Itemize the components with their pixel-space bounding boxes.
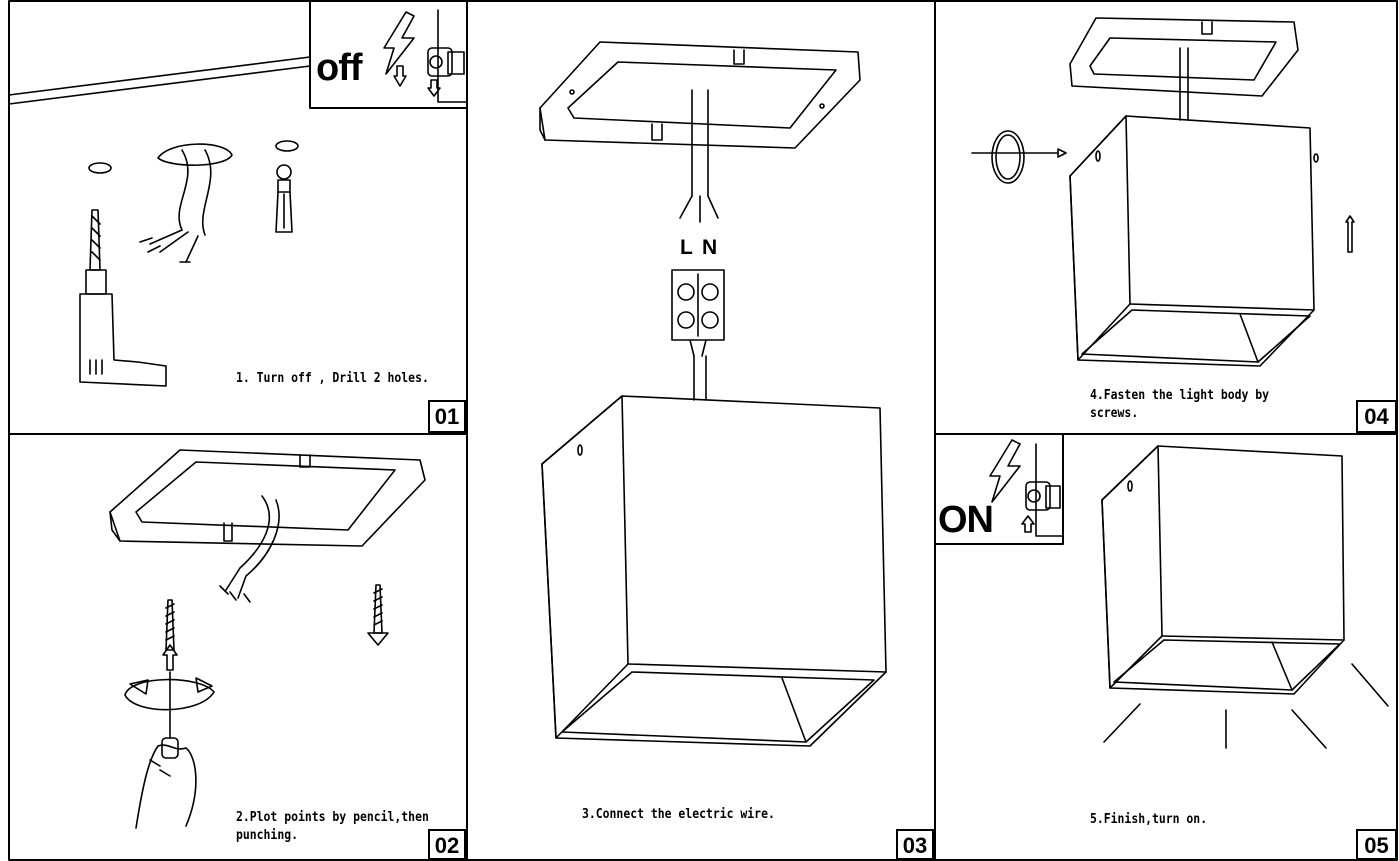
lightning-icon [383, 11, 415, 87]
cube-light-icon-5 [1101, 445, 1345, 695]
ceiling-line [8, 56, 311, 105]
step-4-number: 04 [1356, 400, 1397, 433]
drill-hole-left [88, 162, 112, 174]
step-3-number: 03 [896, 829, 934, 860]
terminal-N-label: N [702, 236, 718, 259]
mounting-plate-icon [109, 449, 426, 547]
step-3-caption: 3.Connect the electric wire. [582, 807, 775, 822]
cube-light-icon-4 [1069, 115, 1319, 367]
wire-bundle [219, 495, 280, 603]
on-label: ON [938, 499, 994, 541]
hanging-rod [1179, 47, 1189, 121]
cable-drop [679, 89, 719, 223]
step-2-number: 02 [428, 829, 466, 860]
step-5-number: 05 [1356, 829, 1397, 860]
rotate-arrows-icon [124, 677, 215, 711]
step-2-caption-line2: punching. [236, 828, 298, 843]
screw-into-plug-icon [162, 599, 178, 671]
ceiling-cable-hole [139, 143, 233, 263]
terminal-block-icon [671, 269, 725, 357]
step-2-caption-line1: 2.Plot points by pencil,then [236, 810, 429, 825]
wall-plug-icon [275, 164, 293, 233]
screwdriver-hand-icon [135, 671, 197, 829]
step-4-caption-line2: screws. [1090, 406, 1139, 421]
drill-icon [79, 209, 167, 387]
switch-icon [427, 9, 467, 103]
step-4-caption-line1: 4.Fasten the light body by [1090, 388, 1270, 403]
step-5-caption: 5.Finish,turn on. [1090, 812, 1208, 827]
up-arrow-icon [1345, 215, 1355, 253]
step-1-number: 01 [428, 400, 466, 433]
drill-hole-right [275, 140, 299, 152]
cube-light-icon [541, 395, 887, 747]
light-rays-icon [1103, 663, 1389, 749]
on-switch-box [934, 433, 1064, 545]
panel-grid [8, 0, 1398, 861]
lightning-icon-5 [989, 439, 1021, 503]
switch-icon-5 [1021, 443, 1063, 537]
cable-to-light [693, 355, 707, 401]
off-label: off [316, 47, 363, 89]
mounting-plate-icon-3 [539, 41, 861, 149]
screw-icon [367, 584, 389, 646]
mounting-plate-icon-4 [1069, 17, 1299, 97]
off-switch-box [309, 0, 468, 109]
hex-key-icon [971, 130, 1067, 184]
step-1-caption: 1. Turn off , Drill 2 holes. [236, 371, 429, 386]
terminal-L-label: L [680, 236, 693, 259]
